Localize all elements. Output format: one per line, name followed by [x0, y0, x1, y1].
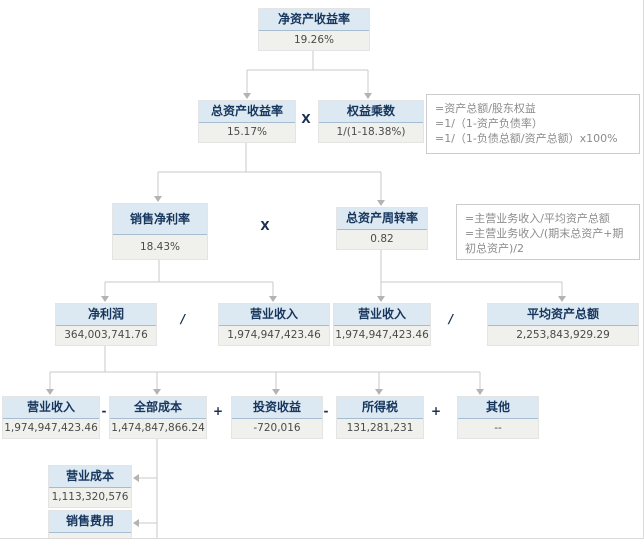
node-total-cost-value: 1,474,847,866.24: [110, 419, 206, 438]
node-revenue-right: 营业收入 1,974,947,423.46: [333, 303, 431, 346]
node-revenue-left: 营业收入 1,974,947,423.46: [218, 303, 330, 346]
minus-operator: -: [101, 404, 107, 418]
multiply-operator: X: [260, 219, 270, 233]
divide-operator: /: [180, 312, 186, 326]
node-net-profit-value: 364,003,741.76: [56, 326, 156, 345]
node-operating-revenue: 营业收入 1,974,947,423.46: [2, 396, 100, 439]
node-investment-income: 投资收益 -720,016: [231, 396, 323, 439]
node-equity-multiplier: 权益乘数 1/(1-18.38%): [318, 100, 424, 143]
node-equity-multiplier-value: 1/(1-18.38%): [319, 123, 423, 142]
asset-turnover-formula-note: =主营业务收入/平均资产总额 =主营业务收入/(期末总资产+期初总资产)/2: [456, 204, 640, 260]
divide-operator: /: [448, 312, 454, 326]
multiply-operator: X: [301, 112, 311, 126]
note-line: =1/（1-负债总额/资产总额）x100%: [435, 132, 618, 145]
plus-operator: +: [212, 404, 224, 418]
node-total-cost: 全部成本 1,474,847,866.24: [109, 396, 207, 439]
node-operating-cost-label: 营业成本: [49, 466, 131, 488]
node-net-profit: 净利润 364,003,741.76: [55, 303, 157, 346]
node-revenue-right-label: 营业收入: [334, 304, 430, 326]
plus-operator: +: [430, 404, 442, 418]
node-investment-income-value: -720,016: [232, 419, 322, 438]
note-line: =主营业务收入/平均资产总额: [465, 212, 610, 225]
node-roa-label: 总资产收益率: [199, 101, 295, 123]
node-roa-value: 15.17%: [199, 123, 295, 142]
node-roe-value: 19.26%: [259, 31, 369, 50]
node-avg-total-assets-label: 平均资产总额: [488, 304, 638, 326]
node-roa: 总资产收益率 15.17%: [198, 100, 296, 143]
node-revenue-right-value: 1,974,947,423.46: [334, 326, 430, 345]
node-equity-multiplier-label: 权益乘数: [319, 101, 423, 123]
node-selling-expense-value: [49, 533, 131, 538]
node-roe: 净资产收益率 19.26%: [258, 8, 370, 51]
node-asset-turnover-label: 总资产周转率: [337, 208, 427, 230]
node-total-cost-label: 全部成本: [110, 397, 206, 419]
note-line: =主营业务收入/(期末总资产+期初总资产)/2: [465, 227, 624, 255]
node-net-profit-margin: 销售净利率 18.43%: [112, 203, 208, 260]
arrowhead-icons: [46, 93, 566, 527]
node-selling-expense-label: 销售费用: [49, 511, 131, 533]
node-net-profit-label: 净利润: [56, 304, 156, 326]
node-avg-total-assets-value: 2,253,843,929.29: [488, 326, 638, 345]
node-roe-label: 净资产收益率: [259, 9, 369, 31]
node-selling-expense: 销售费用: [48, 510, 132, 538]
minus-operator: -: [323, 404, 329, 418]
node-revenue-left-value: 1,974,947,423.46: [219, 326, 329, 345]
node-investment-income-label: 投资收益: [232, 397, 322, 419]
node-net-profit-margin-value: 18.43%: [113, 235, 207, 259]
node-other: 其他 --: [457, 396, 539, 439]
node-operating-cost-value: 1,113,320,576: [49, 488, 131, 507]
note-line: =1/（1-资产负债率）: [435, 117, 543, 130]
node-operating-cost: 营业成本 1,113,320,576: [48, 465, 132, 508]
node-operating-revenue-label: 营业收入: [3, 397, 99, 419]
node-other-value: --: [458, 419, 538, 438]
note-line: =资产总额/股东权益: [435, 102, 536, 115]
node-asset-turnover-value: 0.82: [337, 230, 427, 249]
node-income-tax-value: 131,281,231: [337, 419, 423, 438]
node-asset-turnover: 总资产周转率 0.82: [336, 207, 428, 250]
node-income-tax-label: 所得税: [337, 397, 423, 419]
node-revenue-left-label: 营业收入: [219, 304, 329, 326]
equity-multiplier-formula-note: =资产总额/股东权益 =1/（1-资产负债率） =1/（1-负债总额/资产总额）…: [426, 94, 640, 154]
node-avg-total-assets: 平均资产总额 2,253,843,929.29: [487, 303, 639, 346]
node-other-label: 其他: [458, 397, 538, 419]
node-operating-revenue-value: 1,974,947,423.46: [3, 419, 99, 438]
node-income-tax: 所得税 131,281,231: [336, 396, 424, 439]
node-net-profit-margin-label: 销售净利率: [113, 204, 207, 235]
